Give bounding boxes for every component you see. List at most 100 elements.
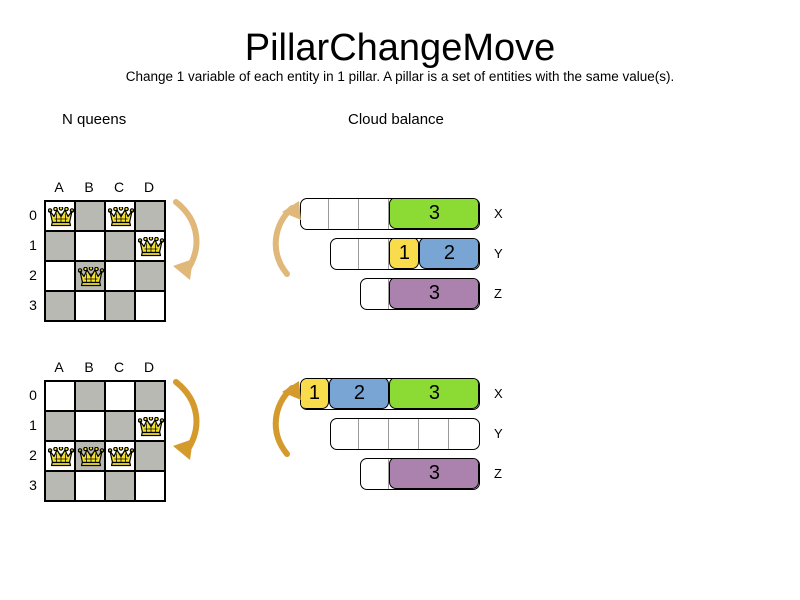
cloud-empty-cell <box>329 199 360 229</box>
queen-icon-a2 <box>47 446 75 468</box>
transition-arrow-cloud-bottom-icon <box>266 376 312 473</box>
cloud-empty-cell <box>331 419 360 449</box>
board-cell-b0[interactable] <box>75 381 105 411</box>
board-cell-b3[interactable] <box>75 291 105 321</box>
page-subtitle: Change 1 variable of each entity in 1 pi… <box>125 69 675 84</box>
cloud-capacity-bar[interactable]: 3 <box>360 278 480 310</box>
cloud-empty-cell <box>301 199 330 229</box>
board-cell-c1[interactable] <box>105 411 135 441</box>
column-label-c: C <box>113 179 125 195</box>
queen-icon-c0 <box>107 206 135 228</box>
row-label-3: 3 <box>29 297 37 313</box>
column-label-d: D <box>143 359 155 375</box>
cloud-computer-label-z: Z <box>494 286 502 301</box>
board-cell-a3[interactable] <box>45 291 75 321</box>
board-cell-c1[interactable] <box>105 231 135 261</box>
row-label-2: 2 <box>29 447 37 463</box>
row-label-2: 2 <box>29 267 37 283</box>
row-label-0: 0 <box>29 387 37 403</box>
cloud-empty-cell <box>359 419 390 449</box>
chess-grid <box>44 380 166 502</box>
cloud-empty-cell <box>361 459 390 489</box>
cloud-capacity-bar[interactable]: 3 <box>360 458 480 490</box>
cloud-empty-cell <box>359 199 390 229</box>
board-cell-d1[interactable] <box>135 231 165 261</box>
board-row-labels: 0 1 2 3 <box>24 380 42 500</box>
cloud-capacity-bar[interactable] <box>330 418 480 450</box>
cloud-process-block-1[interactable]: 1 <box>301 379 330 409</box>
board-cell-d2[interactable] <box>135 261 165 291</box>
board-row-labels: 0 1 2 3 <box>24 200 42 320</box>
cloud-process-block-3[interactable]: 3 <box>389 279 479 309</box>
cloud-process-block-1[interactable]: 1 <box>389 239 420 269</box>
queen-icon-b2 <box>77 266 105 288</box>
board-cell-c0[interactable] <box>105 381 135 411</box>
cloud-capacity-bar[interactable]: 3 <box>300 198 480 230</box>
board-cell-b3[interactable] <box>75 471 105 501</box>
cloud-empty-cell <box>359 239 390 269</box>
column-label-c: C <box>113 359 125 375</box>
row-label-3: 3 <box>29 477 37 493</box>
cloud-computer-label-y: Y <box>494 246 503 261</box>
cloud-empty-cell <box>449 419 479 449</box>
board-cell-d1[interactable] <box>135 411 165 441</box>
board-cell-b2[interactable] <box>75 441 105 471</box>
cloud-computer-label-x: X <box>494 386 503 401</box>
board-cell-b2[interactable] <box>75 261 105 291</box>
section-heading-nqueens: N queens <box>62 111 127 128</box>
cloud-process-block-2[interactable]: 2 <box>419 239 479 269</box>
cloud-process-block-2[interactable]: 2 <box>329 379 390 409</box>
column-label-b: B <box>84 359 94 375</box>
cloud-computer-label-z: Z <box>494 466 502 481</box>
cloud-computer-label-x: X <box>494 206 503 221</box>
board-cell-b1[interactable] <box>75 411 105 441</box>
queen-icon-a0 <box>47 206 75 228</box>
board-cell-a3[interactable] <box>45 471 75 501</box>
board-cell-d0[interactable] <box>135 381 165 411</box>
cloud-empty-cell <box>389 419 420 449</box>
transition-arrow-queens-bottom-icon <box>166 376 212 473</box>
column-label-d: D <box>143 179 155 195</box>
row-label-1: 1 <box>29 237 37 253</box>
page-title: PillarChangeMove <box>244 27 556 69</box>
cloud-process-block-3[interactable]: 3 <box>389 459 479 489</box>
board-cell-a1[interactable] <box>45 411 75 441</box>
board-cell-a0[interactable] <box>45 201 75 231</box>
board-cell-c0[interactable] <box>105 201 135 231</box>
chess-grid <box>44 200 166 322</box>
board-column-labels: A B C D <box>44 358 164 378</box>
queen-icon-d1 <box>137 236 165 258</box>
transition-arrow-cloud-top-icon <box>266 196 312 293</box>
transition-arrow-queens-top-icon <box>166 196 212 293</box>
cloud-empty-cell <box>331 239 360 269</box>
queen-icon-b2 <box>77 446 105 468</box>
row-label-1: 1 <box>29 417 37 433</box>
board-cell-b0[interactable] <box>75 201 105 231</box>
board-cell-d3[interactable] <box>135 471 165 501</box>
board-cell-b1[interactable] <box>75 231 105 261</box>
section-heading-cloud: Cloud balance <box>348 111 444 128</box>
board-cell-d3[interactable] <box>135 291 165 321</box>
board-cell-c2[interactable] <box>105 261 135 291</box>
queen-icon-c2 <box>107 446 135 468</box>
cloud-process-block-3[interactable]: 3 <box>389 379 479 409</box>
board-cell-a0[interactable] <box>45 381 75 411</box>
cloud-computer-label-y: Y <box>494 426 503 441</box>
board-cell-c2[interactable] <box>105 441 135 471</box>
column-label-a: A <box>54 359 64 375</box>
board-cell-a2[interactable] <box>45 441 75 471</box>
board-cell-c3[interactable] <box>105 291 135 321</box>
row-label-0: 0 <box>29 207 37 223</box>
cloud-empty-cell <box>419 419 450 449</box>
board-cell-d0[interactable] <box>135 201 165 231</box>
cloud-process-block-3[interactable]: 3 <box>389 199 479 229</box>
board-cell-c3[interactable] <box>105 471 135 501</box>
board-cell-d2[interactable] <box>135 441 165 471</box>
board-cell-a2[interactable] <box>45 261 75 291</box>
board-cell-a1[interactable] <box>45 231 75 261</box>
column-label-a: A <box>54 179 64 195</box>
